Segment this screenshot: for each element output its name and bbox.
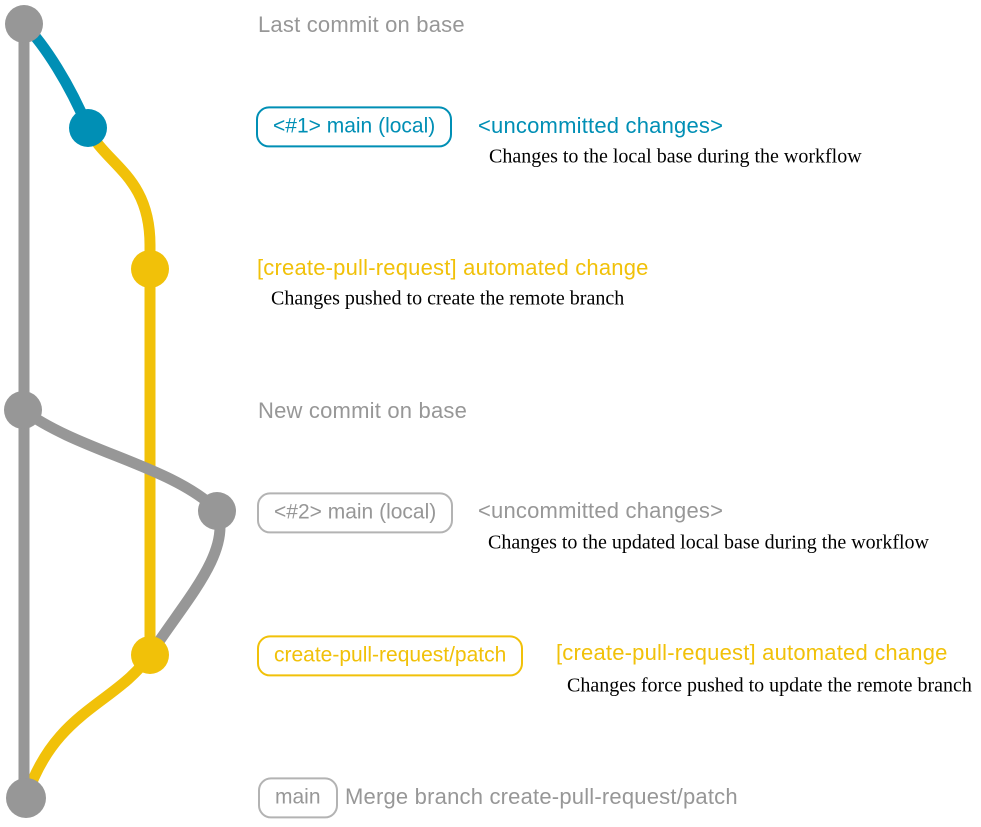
branch-line-rebase <box>144 504 226 661</box>
commit-dot-automated-change-2 <box>131 636 169 674</box>
commit-message-merge: Merge branch create-pull-request/patch <box>345 784 738 809</box>
commit-message-new-commit-on-base: New commit on base <box>258 398 468 423</box>
commit-dot-last-commit-on-base <box>5 5 43 43</box>
commit-dot-uncommitted-1 <box>69 109 107 147</box>
annotation-automated-change-2: Changes force pushed to update the remot… <box>567 674 972 697</box>
branch-line-base-update <box>17 404 223 516</box>
branch-badge-main: main <box>258 777 338 819</box>
git-graph <box>4 5 236 818</box>
commit-message-automated-change-1: [create-pull-request] automated change <box>257 255 649 280</box>
annotation-uncommitted-2: Changes to the updated local base during… <box>488 531 929 554</box>
commit-message-uncommitted-2: <uncommitted changes> <box>478 498 724 523</box>
commit-message-last-commit-on-base: Last commit on base <box>258 12 465 37</box>
branch-badge-main-local-2: <#2> main (local) <box>257 492 454 534</box>
commit-dot-new-commit-on-base <box>4 391 42 429</box>
commit-message-uncommitted-1: <uncommitted changes> <box>478 113 724 138</box>
commit-message-automated-change-2: [create-pull-request] automated change <box>556 640 948 665</box>
branch-badge-main-local-1: <#1> main (local) <box>256 106 453 148</box>
annotation-uncommitted-1: Changes to the local base during the wor… <box>489 145 862 168</box>
branch-badge-create-pull-request-patch: create-pull-request/patch <box>257 635 524 677</box>
annotation-automated-change-1: Changes pushed to create the remote bran… <box>271 287 625 310</box>
commit-dot-automated-change-1 <box>131 250 169 288</box>
commit-dot-uncommitted-2 <box>198 492 236 530</box>
commit-dot-merge-commit <box>6 778 46 818</box>
